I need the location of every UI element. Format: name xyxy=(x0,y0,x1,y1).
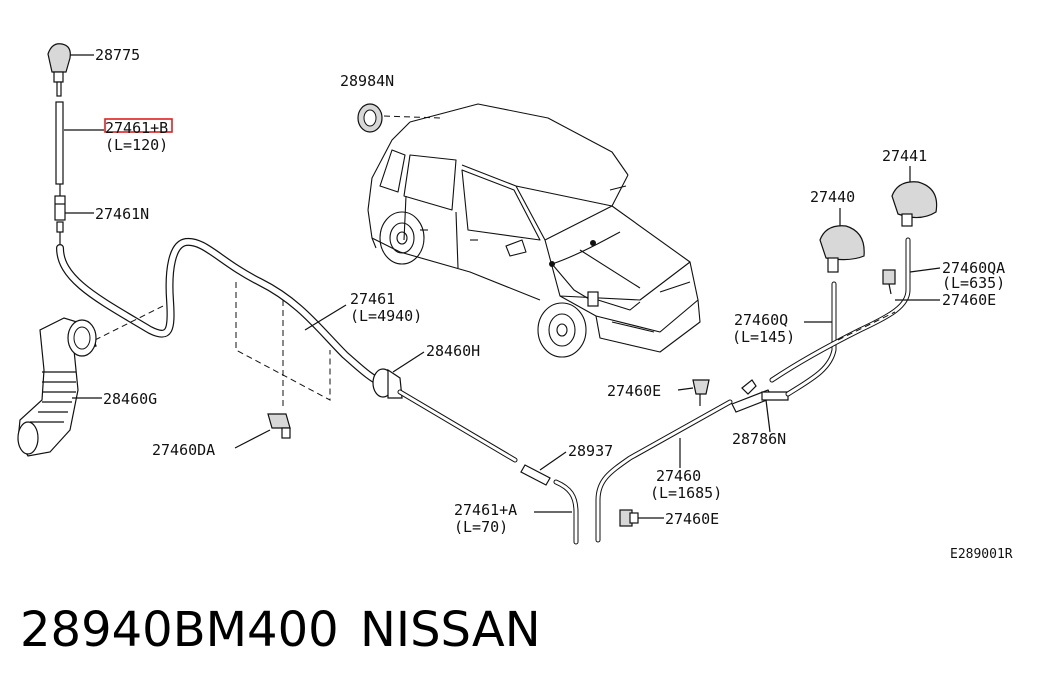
label-27460qa: 27460QA xyxy=(942,259,1005,277)
hose-27461b xyxy=(55,101,64,185)
label-27461a: 27461+A xyxy=(454,501,517,519)
label-27461-length: (L=4940) xyxy=(350,307,422,325)
label-27461b: 27461+B xyxy=(105,119,168,137)
highlight-box xyxy=(104,118,173,133)
label-27440: 27440 xyxy=(810,188,855,206)
caption-brand: NISSAN xyxy=(360,602,541,658)
label-27460qa-length: (L=635) xyxy=(942,274,1005,292)
clip-27460e-bottom xyxy=(619,509,639,527)
diagram-reference-code: E289001R xyxy=(950,547,1013,562)
label-27460e-bottom: 27460E xyxy=(665,510,719,528)
hose-27460qa xyxy=(769,237,911,383)
label-27461n: 27461N xyxy=(95,205,149,223)
label-27460e-mid: 27460E xyxy=(607,382,661,400)
hose-27461a xyxy=(553,479,579,545)
label-28775: 28775 xyxy=(95,46,140,64)
grommet-28460h xyxy=(372,368,403,399)
connector-27461n xyxy=(54,195,66,233)
label-27460q-length: (L=145) xyxy=(732,328,795,346)
hose-27460 xyxy=(595,399,733,543)
label-28937: 28937 xyxy=(568,442,613,460)
hose-27461-lower xyxy=(397,389,518,463)
label-28460g: 28460G xyxy=(103,390,157,408)
hose-27461 xyxy=(56,237,389,389)
label-27460-length: (L=1685) xyxy=(650,484,722,502)
grommet-28984n xyxy=(357,103,383,133)
label-27460q: 27460Q xyxy=(734,311,788,329)
nozzle-27441 xyxy=(891,181,938,227)
caption-part-number: 28940BM400 xyxy=(20,602,339,658)
clip-27460e-right xyxy=(882,269,896,295)
label-27460: 27460 xyxy=(656,467,701,485)
nozzle-27440 xyxy=(819,225,865,273)
label-27441: 27441 xyxy=(882,147,927,165)
connector-28937 xyxy=(520,464,551,486)
clip-27460da xyxy=(267,413,291,439)
label-27461a-length: (L=70) xyxy=(454,518,508,536)
clip-27460e-mid xyxy=(692,379,710,406)
label-28786n: 28786N xyxy=(732,430,786,448)
rear-nozzle-28775 xyxy=(47,43,71,97)
t-joint-28786n xyxy=(731,379,789,413)
label-27460e-right: 27460E xyxy=(942,291,996,309)
label-27460da: 27460DA xyxy=(152,441,215,459)
label-28460h: 28460H xyxy=(426,342,480,360)
filler-neck-28460g xyxy=(17,317,97,457)
label-27461b-length: (L=120) xyxy=(105,136,168,154)
label-27461: 27461 xyxy=(350,290,395,308)
label-28984n: 28984N xyxy=(340,72,394,90)
car-illustration xyxy=(367,103,701,358)
hose-27460q xyxy=(785,281,837,397)
